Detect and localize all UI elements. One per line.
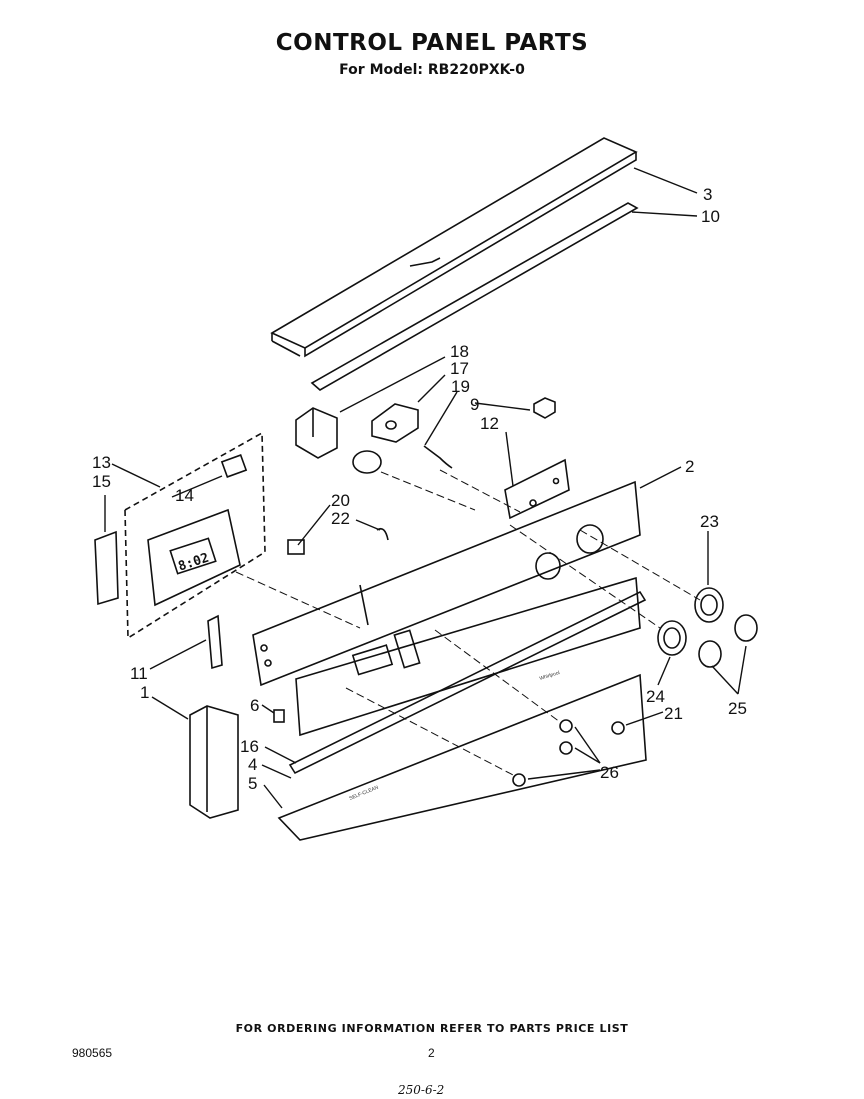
part-22-clip	[376, 527, 389, 541]
part-11-strip	[310, 202, 639, 391]
part-19-ring	[352, 450, 382, 474]
panel-trim-text: SELF-CLEAN	[349, 785, 380, 802]
callout-24: 24	[646, 687, 665, 706]
clock-display-readout: 8:02	[177, 551, 211, 575]
ordering-note: FOR ORDERING INFORMATION REFER TO PARTS …	[235, 1022, 629, 1035]
document-number: 980565	[72, 1046, 113, 1060]
part-23-bezel	[694, 587, 724, 623]
part-16-front-panel: Whirlpool	[295, 576, 641, 737]
callout-10: 11	[130, 664, 148, 683]
callout-15: 15	[92, 472, 111, 491]
callout-26: 26	[600, 763, 619, 782]
callout-6: 6	[250, 696, 259, 715]
callout-labels: 3 10 18 17 19 9 12 2 13 15 14 20 22 23 1…	[92, 185, 747, 793]
part-2-control-panel	[252, 480, 641, 687]
part-1-side-trim	[189, 705, 239, 819]
model-subtitle: For Model: RB220PXK-0	[339, 62, 525, 78]
part-26-nuts	[512, 719, 573, 787]
callout-23: 23	[700, 512, 719, 531]
part-18-switch	[295, 407, 338, 459]
part-6-spacer	[273, 709, 285, 723]
callout-16: 16	[240, 737, 259, 756]
part-19-wire	[423, 445, 453, 469]
part-12-bracket	[504, 458, 570, 520]
part-3-top-trim	[270, 137, 638, 358]
part-10-bracket	[207, 614, 223, 670]
callout-11: 10	[701, 207, 720, 226]
alignment-lines	[235, 469, 701, 777]
callout-21: 21	[664, 704, 683, 723]
callout-5: 5	[248, 774, 257, 793]
part-4-lower-trim	[288, 590, 647, 775]
callout-14: 14	[175, 486, 194, 505]
page-number: 2	[428, 1046, 435, 1060]
part-21-nut	[611, 721, 625, 735]
part-25-knob-a	[734, 614, 758, 642]
part-14-connector	[220, 454, 248, 478]
callout-22: 22	[331, 509, 350, 528]
callout-9: 9	[470, 395, 479, 414]
callout-18: 18	[450, 342, 469, 361]
callout-17: 17	[450, 359, 469, 378]
callout-25: 25	[728, 699, 747, 718]
page-title: CONTROL PANEL PARTS	[275, 30, 589, 56]
handwritten-note: 250-6-2	[398, 1083, 445, 1097]
part-15-bracket	[94, 530, 119, 606]
callout-19: 19	[451, 377, 470, 396]
part-9-insert	[533, 397, 556, 419]
callout-4: 4	[248, 755, 257, 774]
callout-12: 12	[480, 414, 499, 433]
callout-2: 2	[685, 457, 694, 476]
part-17-switch	[371, 403, 419, 443]
part-25-knob-b	[698, 640, 722, 668]
callout-leaders	[104, 167, 747, 809]
part-20-clip	[287, 539, 305, 555]
callout-20: 20	[331, 491, 350, 510]
panel-brand-text: Whirlpool	[539, 670, 561, 682]
callout-3: 3	[703, 185, 712, 204]
part-24-bezel	[657, 620, 687, 656]
callout-13: 13	[92, 453, 111, 472]
callout-1: 1	[140, 683, 149, 702]
